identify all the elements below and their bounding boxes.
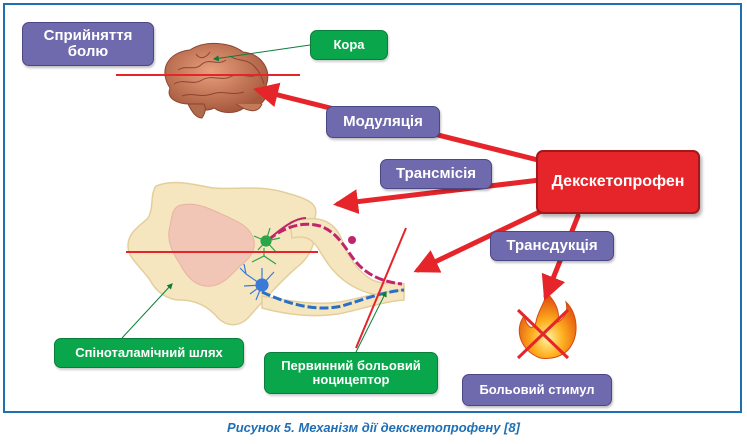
cortex-pointer bbox=[212, 44, 311, 62]
figure-caption: Рисунок 5. Механізм дії декскетопрофену … bbox=[227, 420, 520, 435]
pain-stimulus-label: Больовий стимул bbox=[479, 382, 595, 398]
transduction-label: Трансдукція bbox=[506, 237, 598, 255]
transmission-label: Трансмісія bbox=[395, 165, 477, 183]
transduction-box: Трансдукція bbox=[490, 231, 614, 261]
spinothalamic-pointer bbox=[121, 283, 173, 339]
spinothalamic-label: Спіноталамічний шлях bbox=[75, 345, 223, 361]
spinal-cord-illustration bbox=[127, 181, 405, 326]
modulation-box: Модуляція bbox=[326, 106, 440, 138]
transmission-box: Трансмісія bbox=[380, 159, 492, 189]
pain-stimulus-box: Больовий стимул bbox=[462, 374, 612, 406]
cortex-label: Кора bbox=[333, 37, 365, 53]
cortex-box: Кора bbox=[310, 30, 388, 60]
modulation-label: Модуляція bbox=[343, 113, 423, 131]
spinothalamic-box: Спіноталамічний шлях bbox=[54, 338, 244, 368]
blocked-x-icon bbox=[516, 308, 570, 360]
pain-perception-label: Сприйняття болю bbox=[43, 27, 133, 60]
primary-nociceptor-label: Первинний больовий ноцицептор bbox=[281, 358, 421, 387]
nerve-block-line bbox=[355, 227, 407, 349]
pain-perception-box: Сприйняття болю bbox=[22, 22, 154, 66]
primary-nociceptor-box: Первинний больовий ноцицептор bbox=[264, 352, 438, 394]
brain-illustration bbox=[164, 43, 269, 119]
drug-box: Декскетопрофен bbox=[536, 150, 700, 214]
drug-label: Декскетопрофен bbox=[551, 172, 685, 190]
nociceptor-pointer bbox=[355, 290, 387, 353]
